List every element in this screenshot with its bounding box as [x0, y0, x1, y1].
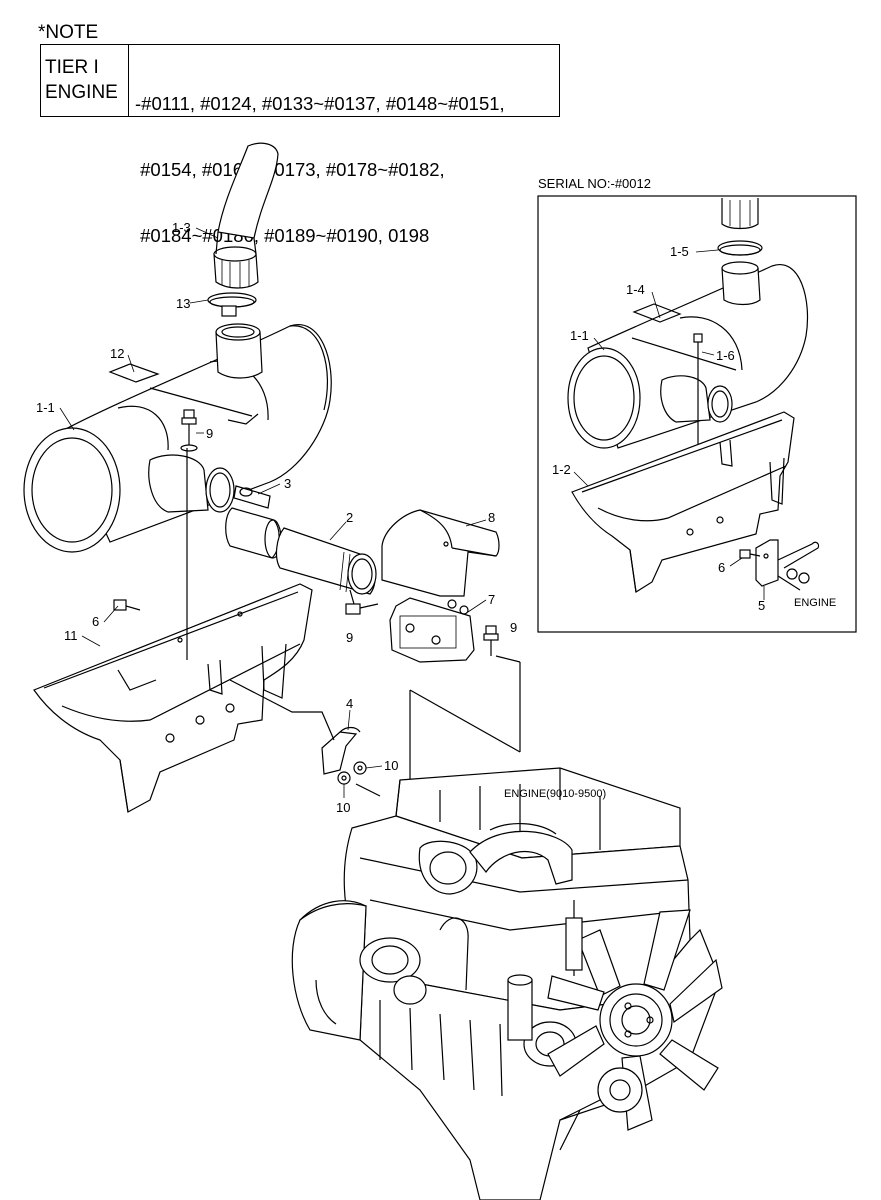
muffler-main	[23, 323, 332, 553]
callout-9-middle: 9	[346, 630, 353, 645]
bracket-4	[321, 726, 367, 785]
clamp-13	[207, 292, 257, 317]
bolt-9-top	[180, 409, 198, 452]
inset-label-plate	[632, 303, 682, 323]
callout-7: 7	[488, 592, 495, 607]
inset-title: SERIAL NO:-#0012	[538, 176, 651, 191]
note-serial-line: #0184~#0186, #0189~#0190, 0198	[135, 225, 430, 246]
callout-2: 2	[346, 510, 353, 525]
inset-tail-pipe	[717, 198, 763, 256]
callout-10-bottom: 10	[336, 800, 350, 815]
callout-4: 4	[346, 696, 353, 711]
bolt-9-right	[483, 625, 499, 656]
note-engine-line1: TIER I	[45, 57, 99, 78]
inset-bracket-5	[739, 539, 820, 591]
inset-callout-1-6: 1-6	[716, 348, 735, 363]
callout-9-top: 9	[206, 426, 213, 441]
note-serial-line: -#0111, #0124, #0133~#0137, #0148~#0151,	[135, 93, 505, 114]
callout-leaders	[59, 227, 765, 798]
callout-3: 3	[284, 476, 291, 491]
inset-callout-1-1: 1-1	[570, 328, 589, 343]
inset-callout-5: 5	[758, 598, 765, 613]
sleeve	[225, 507, 282, 559]
engine-block	[291, 767, 723, 1200]
inset-frame	[537, 195, 857, 633]
tail-pipe	[213, 142, 279, 289]
inset-muffler	[567, 261, 809, 470]
callout-8: 8	[488, 510, 495, 525]
note-table: TIER I ENGINE -#0111, #0124, #0133~#0137…	[40, 44, 560, 246]
note-title: *NOTE	[38, 22, 99, 43]
callout-6: 6	[92, 614, 99, 629]
note-engine-line2: ENGINE	[45, 82, 118, 103]
note-serial-line: #0154, #0161~#0173, #0178~#0182,	[135, 159, 445, 180]
bolt-6	[113, 599, 141, 611]
callout-13: 13	[176, 296, 190, 311]
pipe-2	[275, 527, 377, 595]
bolt-9-middle	[345, 603, 379, 615]
inset-callout-1-4: 1-4	[626, 282, 645, 297]
callout-11: 11	[64, 628, 78, 643]
callout-10-right: 10	[384, 758, 398, 773]
bracket-7	[389, 597, 475, 663]
inset-callout-1-2: 1-2	[552, 462, 571, 477]
callout-9-right: 9	[510, 620, 517, 635]
heat-shield-8	[381, 509, 500, 597]
callout-1-3: 1-3	[172, 220, 191, 235]
inset-engine-label: ENGINE	[794, 597, 836, 609]
note-serials-cell: -#0111, #0124, #0133~#0137, #0148~#0151,…	[135, 49, 505, 291]
inset-callout-6: 6	[718, 560, 725, 575]
engine-label: ENGINE(9010-9500)	[504, 788, 606, 800]
label-plate-12	[108, 363, 160, 383]
callout-12: 12	[110, 346, 124, 361]
inset-callout-1-5: 1-5	[670, 244, 689, 259]
note-engine-cell: TIER I ENGINE	[41, 45, 129, 116]
inset-support-tray	[571, 411, 795, 593]
callout-1-1: 1-1	[36, 400, 55, 415]
support-tray-11	[33, 583, 313, 813]
clamp-3	[233, 485, 271, 509]
assembly-guide-lines	[186, 448, 521, 838]
